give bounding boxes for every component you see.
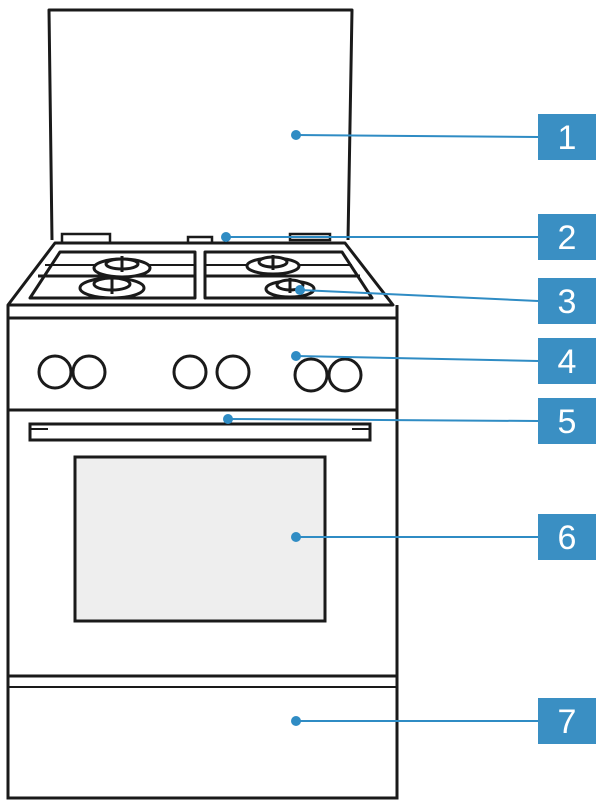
callout-control-panel: 4 xyxy=(291,338,596,384)
leader-dot xyxy=(291,532,301,542)
callout-box xyxy=(538,698,596,744)
leader-line xyxy=(227,418,539,422)
callout-number: 4 xyxy=(558,343,577,381)
hob xyxy=(6,241,395,307)
knob-6 xyxy=(327,357,363,393)
leader-line xyxy=(299,289,539,302)
callout-number: 3 xyxy=(558,283,577,321)
callout-box xyxy=(538,278,596,324)
burner-rear-right xyxy=(245,255,301,276)
callout-box xyxy=(538,338,596,384)
callout-door-handle: 5 xyxy=(223,398,596,444)
callout-hob: 2 xyxy=(221,214,596,260)
leader-dot xyxy=(291,716,301,726)
leader-line xyxy=(295,355,539,362)
knob-5 xyxy=(293,357,329,393)
door-handle xyxy=(28,422,372,442)
cooker-body xyxy=(6,305,399,800)
oven-door-window xyxy=(73,455,327,623)
burner-front-left xyxy=(78,276,146,300)
callout-number: 5 xyxy=(558,403,577,441)
callout-box xyxy=(538,398,596,444)
callout-storage-drawer: 7 xyxy=(291,698,596,744)
knob-3 xyxy=(172,354,208,390)
control-knobs xyxy=(37,354,363,393)
leader-dot xyxy=(295,285,305,295)
callout-box xyxy=(538,114,596,160)
storage-drawer xyxy=(8,674,397,688)
knob-2 xyxy=(71,354,107,390)
callout-burner: 3 xyxy=(295,278,596,324)
callout-number: 1 xyxy=(558,119,577,157)
callout-number: 6 xyxy=(558,519,577,557)
callouts: 1 2 3 4 5 6 7 xyxy=(221,114,596,744)
callout-number: 2 xyxy=(558,219,577,257)
leader-dot xyxy=(291,351,301,361)
knob-4 xyxy=(215,354,251,390)
callout-number: 7 xyxy=(558,703,577,741)
leader-dot xyxy=(223,414,233,424)
callout-box xyxy=(538,514,596,560)
leader-dot xyxy=(291,130,301,140)
leader-dot xyxy=(221,232,231,242)
leader-line xyxy=(295,134,539,138)
knob-1 xyxy=(37,354,73,390)
callout-lid: 1 xyxy=(291,114,596,160)
callout-box xyxy=(538,214,596,260)
callout-oven-door-window: 6 xyxy=(291,514,596,560)
lid xyxy=(47,8,354,241)
